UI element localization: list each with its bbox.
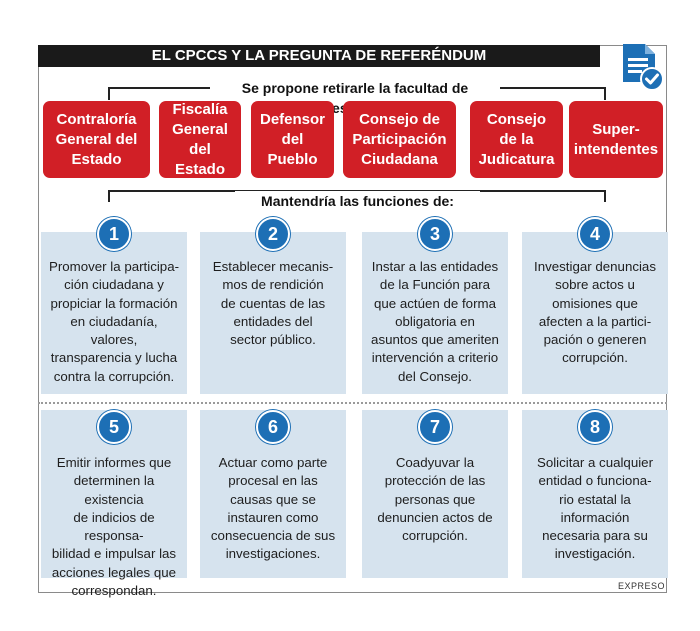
- institutions-heading: Se propone retirarle la facultad de desi…: [210, 78, 500, 116]
- source-credit: EXPRESO: [617, 581, 665, 591]
- function-number-badge: 6: [256, 410, 290, 444]
- institution-superintendentes: Super-intendentes: [569, 101, 663, 178]
- function-number-badge: 5: [97, 410, 131, 444]
- function-number-badge: 1: [97, 217, 131, 251]
- function-number-badge: 3: [418, 217, 452, 251]
- function-number-badge: 2: [256, 217, 290, 251]
- functions-heading: Mantendría las funciones de:: [235, 191, 480, 211]
- function-number-badge: 7: [418, 410, 452, 444]
- function-number-badge: 4: [578, 217, 612, 251]
- row-divider: [38, 402, 667, 404]
- infographic-title: EL CPCCS Y LA PREGUNTA DE REFERÉNDUM: [38, 45, 600, 67]
- function-number-badge: 8: [578, 410, 612, 444]
- document-check-icon: [623, 44, 664, 91]
